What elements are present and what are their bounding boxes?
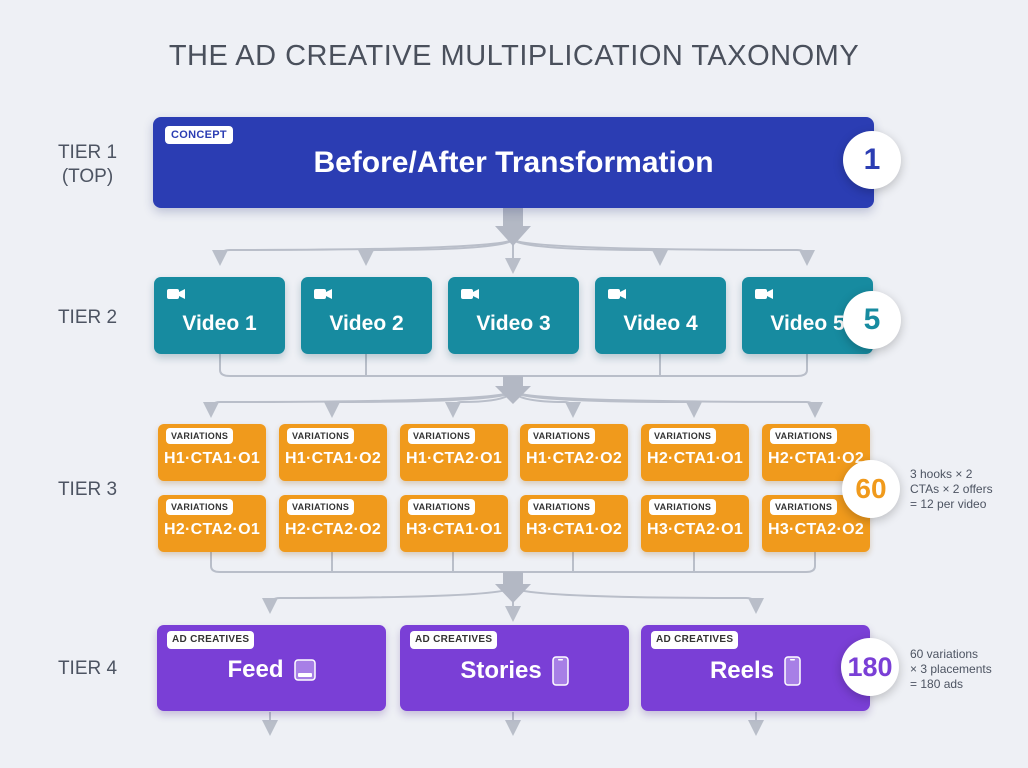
tier-2-label: TIER 2 <box>57 307 118 328</box>
tier-3-count-badge: 60 <box>842 460 900 518</box>
variation-code: H1·CTA2·O1 <box>405 450 503 467</box>
video-label: Video 3 <box>476 312 551 335</box>
video-camera-icon <box>167 289 185 299</box>
variation-code: H1·CTA1·O1 <box>163 450 261 467</box>
variations-tag: VARIATIONS <box>408 428 476 444</box>
diagram-title: THE AD CREATIVE MULTIPLICATION TAXONOMY <box>168 40 860 72</box>
variations-tag: VARIATIONS <box>528 499 596 515</box>
tier-2-count-badge: 5 <box>843 291 901 349</box>
tier-3-label: TIER 3 <box>57 479 118 500</box>
variation-card: VARIATIONS H3·CTA2·O2 <box>762 495 870 552</box>
variation-code: H2·CTA2·O2 <box>284 521 382 538</box>
feed-icon <box>293 659 316 681</box>
variation-card: VARIATIONS H1·CTA1·O2 <box>279 424 387 481</box>
variation-card: VARIATIONS H1·CTA2·O1 <box>400 424 508 481</box>
placement-label: Feed <box>227 656 284 683</box>
tier-4-label: TIER 4 <box>57 658 118 679</box>
variation-code: H1·CTA2·O2 <box>525 450 623 467</box>
ad-creative-card-stories: AD CREATIVES Stories <box>400 625 629 711</box>
variations-tag: VARIATIONS <box>408 499 476 515</box>
variations-tag: VARIATIONS <box>649 428 717 444</box>
video-card: Video 3 <box>448 277 579 354</box>
placement-label: Reels <box>709 657 775 684</box>
variation-card: VARIATIONS H2·CTA2·O1 <box>158 495 266 552</box>
tier-4-note: 60 variations × 3 placements = 180 ads <box>910 647 992 691</box>
variations-tag: VARIATIONS <box>166 499 234 515</box>
ad-creatives-tag: AD CREATIVES <box>410 631 498 649</box>
variation-code: H2·CTA1·O2 <box>767 450 865 467</box>
video-camera-icon <box>314 289 332 299</box>
ad-creatives-tag: AD CREATIVES <box>167 631 255 649</box>
variation-card: VARIATIONS H3·CTA2·O1 <box>641 495 749 552</box>
variations-tag: VARIATIONS <box>528 428 596 444</box>
video-label: Video 4 <box>623 312 698 335</box>
variation-code: H3·CTA1·O2 <box>525 521 623 538</box>
video-card: Video 5 <box>742 277 873 354</box>
variation-card: VARIATIONS H3·CTA1·O1 <box>400 495 508 552</box>
variation-code: H1·CTA1·O2 <box>284 450 382 467</box>
video-label: Video 2 <box>329 312 404 335</box>
video-card: Video 1 <box>154 277 285 354</box>
tier-1-count-badge: 1 <box>843 131 901 189</box>
phone-icon <box>784 656 801 686</box>
ad-creatives-tag: AD CREATIVES <box>651 631 739 649</box>
variation-card: VARIATIONS H2·CTA1·O1 <box>641 424 749 481</box>
ad-creative-card-feed: AD CREATIVES Feed <box>157 625 386 711</box>
variation-code: H3·CTA1·O1 <box>405 521 503 538</box>
variations-tag: VARIATIONS <box>649 499 717 515</box>
video-label: Video 5 <box>770 312 845 335</box>
variation-card: VARIATIONS H1·CTA2·O2 <box>520 424 628 481</box>
video-camera-icon <box>461 289 479 299</box>
video-card: Video 2 <box>301 277 432 354</box>
variation-code: H2·CTA1·O1 <box>646 450 744 467</box>
video-card: Video 4 <box>595 277 726 354</box>
tier-3-note: 3 hooks × 2 CTAs × 2 offers = 12 per vid… <box>910 467 993 511</box>
ad-creative-card-reels: AD CREATIVES Reels <box>641 625 870 711</box>
video-label: Video 1 <box>182 312 257 335</box>
concept-tag: CONCEPT <box>165 126 233 144</box>
variations-tag: VARIATIONS <box>770 499 838 515</box>
variations-tag: VARIATIONS <box>166 428 234 444</box>
phone-icon <box>551 656 569 686</box>
variation-code: H2·CTA2·O1 <box>163 521 261 538</box>
concept-title: Before/After Transformation <box>313 146 714 179</box>
variation-card: VARIATIONS H2·CTA2·O2 <box>279 495 387 552</box>
variations-tag: VARIATIONS <box>287 499 355 515</box>
variation-code: H3·CTA2·O2 <box>767 521 865 538</box>
tier-1-label: TIER 1 (TOP) <box>57 142 118 187</box>
variation-card: VARIATIONS H3·CTA1·O2 <box>520 495 628 552</box>
video-camera-icon <box>608 289 626 299</box>
variations-tag: VARIATIONS <box>770 428 838 444</box>
variations-tag: VARIATIONS <box>287 428 355 444</box>
placement-label: Stories <box>460 657 542 684</box>
video-camera-icon <box>755 289 773 299</box>
variation-card: VARIATIONS H1·CTA1·O1 <box>158 424 266 481</box>
variation-code: H3·CTA2·O1 <box>646 521 744 538</box>
tier-4-count-badge: 180 <box>841 638 899 696</box>
concept-card: CONCEPT Before/After Transformation <box>153 117 874 208</box>
